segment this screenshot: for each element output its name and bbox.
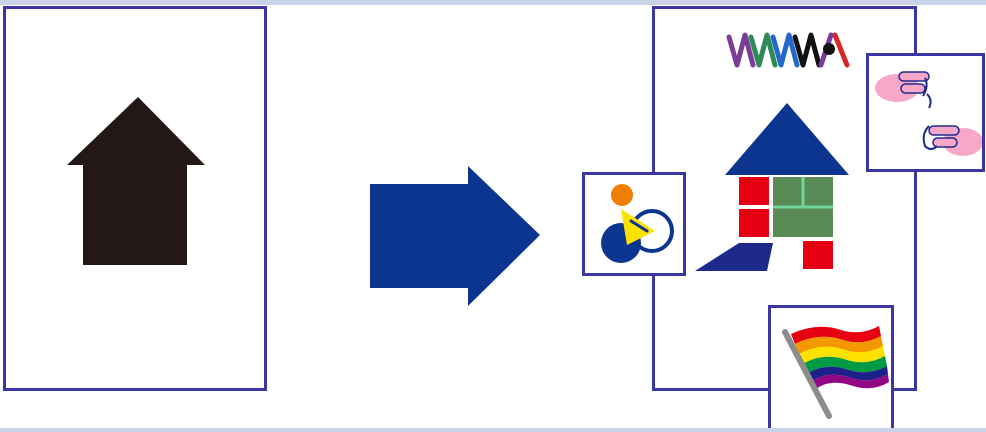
- sign-language-icon: [875, 71, 982, 156]
- hand-lower: [922, 125, 982, 156]
- top-edge-strip: [0, 0, 986, 5]
- universal-design-house-icon: [695, 103, 849, 271]
- sign-language-badge: [866, 53, 985, 172]
- hand-upper: [875, 71, 932, 109]
- wheelchair-badge: [582, 172, 686, 276]
- bottom-edge-strip: [0, 428, 986, 432]
- rainbow-flag-icon: [782, 326, 889, 419]
- before-panel: [3, 6, 267, 391]
- plain-house-icon: [67, 97, 205, 265]
- house-wall-bricks: [739, 177, 833, 269]
- rainbow-flag-badge: [768, 305, 894, 432]
- zigzag-logo-icon: [726, 32, 850, 68]
- flag-pole: [782, 329, 832, 419]
- house-ramp: [695, 243, 773, 271]
- right-arrow-icon: [370, 166, 540, 306]
- house-roof: [725, 103, 849, 175]
- wheelchair-accessibility-icon: [601, 184, 674, 263]
